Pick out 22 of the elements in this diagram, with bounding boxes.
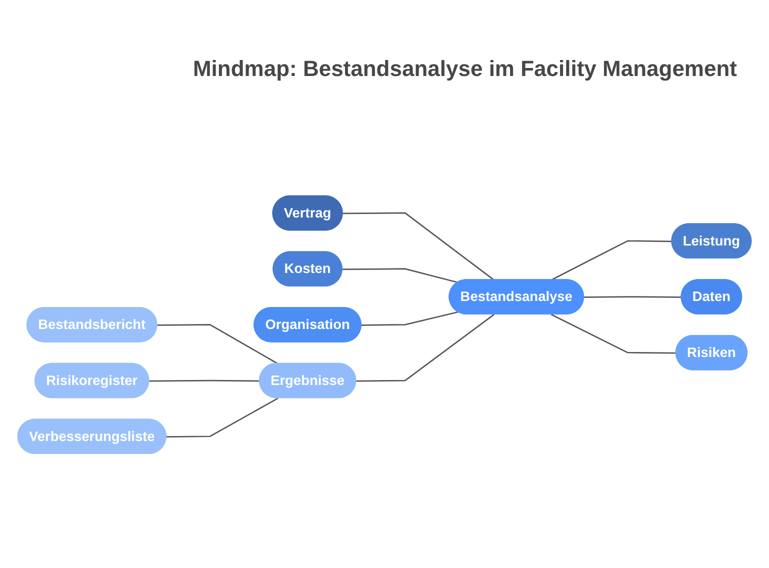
connector-line — [550, 314, 676, 354]
topic-node: Risikoregister — [34, 363, 150, 398]
connector-line — [149, 380, 260, 382]
topic-node: Bestandsanalyse — [448, 279, 584, 315]
topic-node: Bestandsbericht — [26, 307, 158, 343]
topic-node: Leistung — [671, 224, 752, 259]
topic-node: Organisation — [254, 307, 362, 343]
connector-line — [584, 296, 682, 298]
connector-line — [550, 240, 672, 282]
topic-node: Vertrag — [272, 196, 343, 231]
topic-node: Verbesserungsliste — [17, 419, 166, 454]
topic-node: Ergebnisse — [258, 363, 356, 398]
topic-node: Daten — [680, 279, 742, 315]
connector-line — [342, 212, 494, 281]
connector-line — [342, 268, 458, 284]
connector-line — [157, 324, 278, 365]
connector-line — [356, 314, 494, 382]
diagram-title: Mindmap: Bestandsanalyse im Facility Management — [192, 56, 737, 82]
topic-node: Kosten — [272, 252, 342, 287]
connector-line — [166, 398, 278, 438]
connector-line — [361, 312, 458, 326]
topic-node: Risiken — [675, 335, 748, 371]
